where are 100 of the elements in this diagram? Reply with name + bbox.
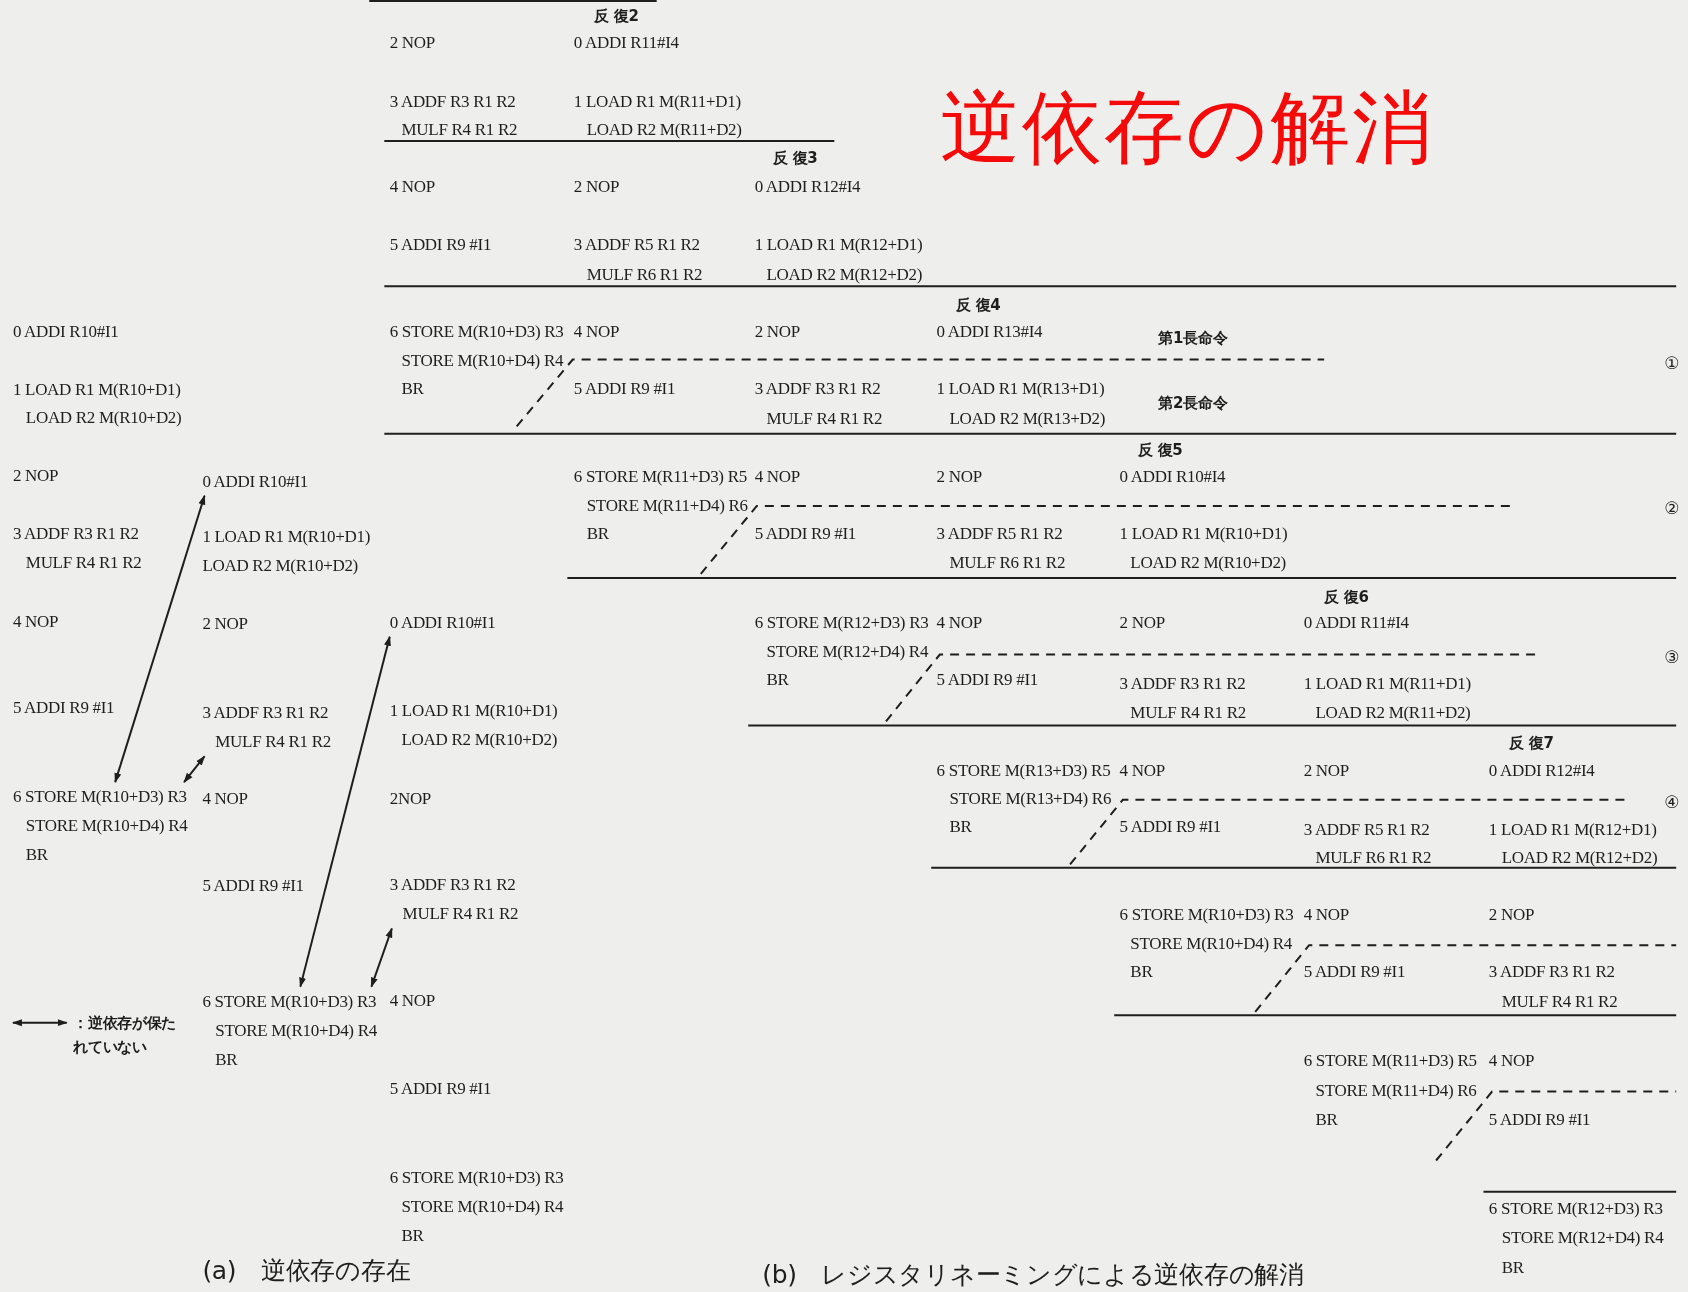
instruction-text: BR xyxy=(401,1224,424,1247)
instruction-text: MULF R6 R1 R2 xyxy=(949,552,1066,574)
instruction-text: 4 NOP xyxy=(936,612,982,635)
instruction-text: MULF R4 R1 R2 xyxy=(25,552,142,574)
instruction-text: 6 STORE M(R12+D3) R3 xyxy=(754,612,929,635)
instruction-text: 6 STORE M(R12+D3) R3 xyxy=(1488,1197,1663,1220)
circled-number: ③ xyxy=(1664,645,1680,668)
instruction-text: MULF R6 R1 R2 xyxy=(1315,847,1432,869)
instruction-text: 6 STORE M(R11+D3) R5 xyxy=(1303,1050,1477,1073)
instruction-text: 1 LOAD R1 M(R13+D1) xyxy=(936,377,1105,400)
circled-number: ② xyxy=(1664,497,1680,520)
instruction-text: LOAD R2 M(R13+D2) xyxy=(949,407,1106,430)
instruction-text: BR xyxy=(949,815,972,838)
instruction-text: MULF R6 R1 R2 xyxy=(586,263,703,286)
instruction-text: STORE M(R10+D4) R4 xyxy=(401,349,564,372)
instruction-text: 4 NOP xyxy=(389,990,435,1013)
instruction-text: LOAD R2 M(R10+D2) xyxy=(401,728,558,751)
instruction-text: 6 STORE M(R11+D3) R5 xyxy=(573,465,747,488)
caption: (b) レジスタリネーミングによる逆依存の解消 xyxy=(762,1259,1304,1290)
instruction-text: 5 ADDI R9 #I1 xyxy=(202,875,304,897)
instruction-text: 0 ADDI R10#I1 xyxy=(12,320,119,343)
instruction-text: 4 NOP xyxy=(1303,904,1349,927)
circled-number: ④ xyxy=(1664,791,1680,813)
instruction-text: MULF R4 R1 R2 xyxy=(1501,991,1618,1014)
note-text: 第2長命令 xyxy=(1158,392,1228,414)
instruction-text: LOAD R2 M(R12+D2) xyxy=(1501,847,1658,869)
instruction-text: STORE M(R13+D4) R6 xyxy=(949,787,1112,810)
instruction-text: MULF R4 R1 R2 xyxy=(1130,701,1246,724)
instruction-text: 0 ADDI R10#I1 xyxy=(202,466,309,496)
instruction-text: BR xyxy=(1315,1108,1338,1131)
instruction-text: BR xyxy=(1130,961,1153,984)
instruction-text: LOAD R2 M(R12+D2) xyxy=(766,263,923,286)
note-text: 第1長命令 xyxy=(1158,328,1228,349)
instruction-text: 5 ADDI R9 #I1 xyxy=(1488,1108,1591,1131)
instruction-text: 5 ADDI R9 #I1 xyxy=(389,234,492,257)
instruction-text: 3 ADDF R3 R1 R2 xyxy=(12,522,139,545)
instruction-text: 4 NOP xyxy=(12,611,59,634)
instruction-text: STORE M(R12+D4) R4 xyxy=(1501,1227,1664,1249)
instruction-text: 2 NOP xyxy=(754,320,800,343)
arrow xyxy=(114,494,206,784)
instruction-text: 3 ADDF R5 R1 R2 xyxy=(936,522,1063,545)
arrow xyxy=(299,635,391,988)
instruction-text: 2 NOP xyxy=(12,464,59,487)
instruction-text: 2 NOP xyxy=(1119,612,1165,635)
instruction-text: 5 ADDI R9 #I1 xyxy=(12,697,115,720)
instruction-text: 2NOP xyxy=(389,787,431,810)
instruction-text: 4 NOP xyxy=(389,176,435,199)
instruction-text: LOAD R2 M(R11+D2) xyxy=(1315,701,1471,724)
instruction-text: STORE M(R11+D4) R6 xyxy=(1315,1079,1477,1102)
instruction-text: 3 ADDF R3 R1 R2 xyxy=(1119,672,1246,695)
instruction-text: LOAD R2 M(R10+D2) xyxy=(1130,552,1286,574)
instruction-text: 2 NOP xyxy=(389,32,435,55)
instruction-text: 1 LOAD R1 M(R10+D1) xyxy=(12,378,181,401)
instruction-text: 0 ADDI R10#I4 xyxy=(1119,465,1226,488)
instruction-text: 5 ADDI R9 #I1 xyxy=(389,1078,492,1101)
iteration-heading: 反 復4 xyxy=(955,294,1001,316)
instruction-text: 4 NOP xyxy=(754,465,800,488)
instruction-text: 0 ADDI R12#I4 xyxy=(754,176,861,199)
instruction-text: 1 LOAD R1 M(R10+D1) xyxy=(1119,522,1288,545)
instruction-text: 0 ADDI R11#I4 xyxy=(573,32,679,55)
instruction-text: 6 STORE M(R10+D3) R3 STORE M(R10+D4) R4 BR xyxy=(12,782,188,870)
instruction-text: 2 NOP xyxy=(936,465,982,488)
instruction-text: 2 NOP xyxy=(202,613,248,636)
instruction-text: LOAD R2 M(R10+D2) xyxy=(25,406,182,429)
instruction-text: MULF R4 R1 R2 xyxy=(401,119,518,142)
instruction-text: 5 ADDI R9 #I1 xyxy=(1303,961,1406,984)
iteration-heading: 反 復6 xyxy=(1324,587,1369,609)
instruction-text: 3 ADDF R3 R1 R2 MULF R4 R1 R2 xyxy=(389,870,519,929)
instruction-text: 3 ADDF R3 R1 R2 MULF R4 R1 R2 xyxy=(202,698,331,757)
instruction-text: STORE M(R11+D4) R6 xyxy=(586,494,748,517)
iteration-heading: 反 復3 xyxy=(772,148,818,170)
instruction-text: 3 ADDF R3 R1 R2 xyxy=(1488,961,1615,984)
instruction-text: 5 ADDI R9 #I1 xyxy=(573,377,676,400)
arrow xyxy=(183,755,206,784)
legend-text: ：逆依存が保たれていない xyxy=(73,1012,178,1058)
instruction-text: 5 ADDI R9 #I1 xyxy=(936,669,1038,692)
instruction-text: 0 ADDI R12#I4 xyxy=(1488,759,1595,782)
instruction-text: 1 LOAD R1 M(R10+D1) xyxy=(389,699,558,722)
instruction-text: 0 ADDI R10#I1 xyxy=(389,607,496,637)
title: 逆依存の解消 xyxy=(939,79,1434,176)
instruction-text: 1 LOAD R1 M(R12+D1) xyxy=(754,234,923,257)
instruction-text: 4 NOP xyxy=(202,787,248,810)
instruction-text: BR xyxy=(1501,1257,1524,1280)
instruction-text: LOAD R2 M(R11+D2) xyxy=(586,119,742,142)
instruction-text: 6 STORE M(R10+D3) R3 xyxy=(389,1166,564,1189)
instruction-text: BR xyxy=(401,377,424,400)
instruction-text: 1 LOAD R1 M(R12+D1) xyxy=(1488,819,1657,841)
instruction-text: 6 STORE M(R10+D3) R3 xyxy=(1119,904,1294,927)
instruction-text: 5 ADDI R9 #I1 xyxy=(754,522,857,545)
instruction-text: 1 LOAD R1 M(R11+D1) xyxy=(1303,672,1471,695)
instruction-text: LOAD R2 M(R10+D2) xyxy=(202,555,358,578)
instruction-text: 4 NOP xyxy=(1119,759,1165,782)
caption: (a) 逆依存の存在 xyxy=(202,1256,411,1287)
instruction-text: 2 NOP xyxy=(573,176,620,199)
instruction-text: 4 NOP xyxy=(573,320,620,343)
instruction-text: 5 ADDI R9 #I1 xyxy=(1119,815,1221,838)
instruction-text: MULF R4 R1 R2 xyxy=(766,407,883,430)
instruction-text: 4 NOP xyxy=(1488,1050,1535,1073)
instruction-text: 6 STORE M(R13+D3) R5 xyxy=(936,759,1111,782)
instruction-text: 2 NOP xyxy=(1303,759,1349,782)
